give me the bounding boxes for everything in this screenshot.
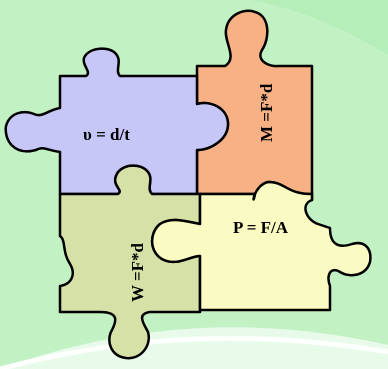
pressure-label: P = F/A [233, 218, 289, 237]
puzzle-piece-yellow [151, 180, 372, 312]
velocity-label: υ = d/t [83, 125, 130, 144]
work-label: W =F*d [128, 242, 147, 302]
puzzle-piece-green [58, 164, 202, 360]
moment-label: M =F*d [257, 83, 276, 142]
